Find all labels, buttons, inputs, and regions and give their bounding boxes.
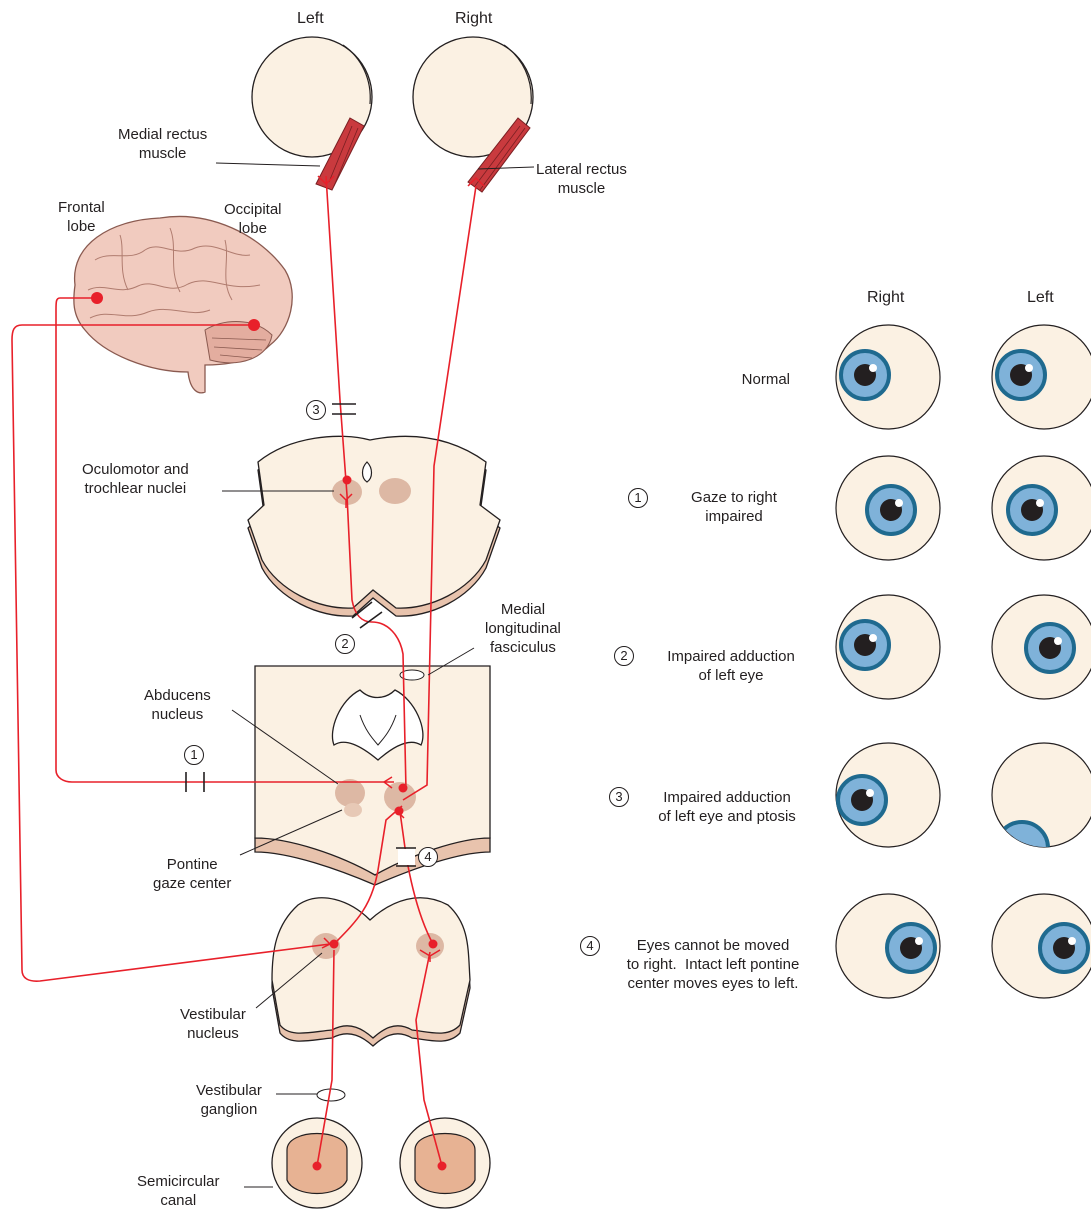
label-mlf: Medial longitudinal fasciculus	[485, 600, 561, 657]
condition-3-text: Impaired adduction of left eye and ptosi…	[632, 788, 822, 826]
label-pontine-gaze-center: Pontine gaze center	[153, 855, 231, 893]
condition-4-text: Eyes cannot be moved to right. Intact le…	[596, 936, 830, 993]
lesion-marker-3: 3	[306, 400, 326, 420]
label-lateral-rectus: Lateral rectus muscle	[536, 160, 627, 198]
label-semicircular-canal: Semicircular canal	[137, 1172, 220, 1210]
condition-1-text: Gaze to right impaired	[654, 488, 814, 526]
header-left: Left	[297, 9, 324, 28]
medulla-section	[272, 898, 470, 1046]
eye-3-right	[836, 743, 940, 847]
condition-3-number: 3	[609, 787, 629, 807]
eye-panel	[836, 325, 1091, 998]
label-abducens-nucleus: Abducens nucleus	[144, 686, 211, 724]
condition-normal: Normal	[690, 370, 790, 389]
label-oculomotor-nuclei: Oculomotor and trochlear nuclei	[82, 460, 189, 498]
eye-1-right	[836, 456, 940, 560]
panel-header-right: Right	[867, 288, 904, 307]
condition-2-text: Impaired adduction of left eye	[641, 647, 821, 685]
lesion-marker-2: 2	[335, 634, 355, 654]
label-vestibular-ganglion: Vestibular ganglion	[196, 1081, 262, 1119]
label-vestibular-nucleus: Vestibular nucleus	[180, 1005, 246, 1043]
eye-3-left	[992, 743, 1091, 874]
label-occipital-lobe: Occipital lobe	[224, 200, 282, 238]
brain	[74, 217, 292, 393]
header-right: Right	[455, 9, 492, 28]
condition-2-number: 2	[614, 646, 634, 666]
eye-1-left	[992, 456, 1091, 560]
lesion-marker-4: 4	[418, 847, 438, 867]
label-medial-rectus: Medial rectus muscle	[118, 125, 207, 163]
vestibular-ganglion	[317, 1089, 345, 1101]
midbrain-section	[248, 436, 500, 616]
eye-normal-left	[992, 325, 1091, 429]
eye-2-left	[992, 595, 1091, 699]
eye-2-right	[836, 595, 940, 699]
panel-header-left: Left	[1027, 288, 1054, 307]
label-frontal-lobe: Frontal lobe	[58, 198, 105, 236]
eye-normal-right	[836, 325, 940, 429]
eye-4-right	[836, 894, 940, 998]
pons-section	[255, 666, 490, 885]
condition-1-number: 1	[628, 488, 648, 508]
eye-4-left	[992, 894, 1091, 998]
lesion-marker-1: 1	[184, 745, 204, 765]
